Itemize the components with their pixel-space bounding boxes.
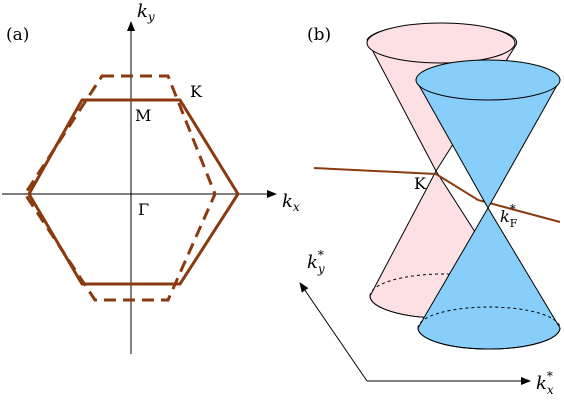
m-point-label: M — [135, 106, 151, 125]
brillouin-zone-solid — [27, 98, 240, 286]
blue-lower-cone-base-front — [417, 327, 561, 350]
panel-b: (b) K k*F k*x k*y — [299, 22, 561, 397]
kf-label: k*F — [500, 202, 518, 230]
brillouin-zone-dashed — [23, 74, 217, 302]
blue-lower-cone-base-back — [417, 306, 561, 329]
panel-a-label: (a) — [6, 25, 29, 45]
blue-cone — [415, 59, 561, 350]
kx-axis-label: kx — [282, 191, 300, 214]
pink-upper-cone-top — [366, 22, 516, 64]
zone-cut-line — [313, 167, 561, 223]
ky-star-axis-label: k*y — [307, 248, 325, 276]
gamma-point-label: Γ — [138, 200, 149, 219]
ky-axis-label: ky — [137, 1, 155, 24]
panel-a: (a) K M Γ kx ky — [2, 1, 300, 354]
k-point-label-b: K — [414, 174, 427, 193]
kx-star-axis-label: k*x — [536, 369, 554, 397]
panel-b-label: (b) — [307, 25, 331, 45]
blue-upper-cone-top — [415, 59, 561, 101]
k-point-label: K — [190, 82, 203, 101]
ky-star-axis — [299, 282, 368, 382]
